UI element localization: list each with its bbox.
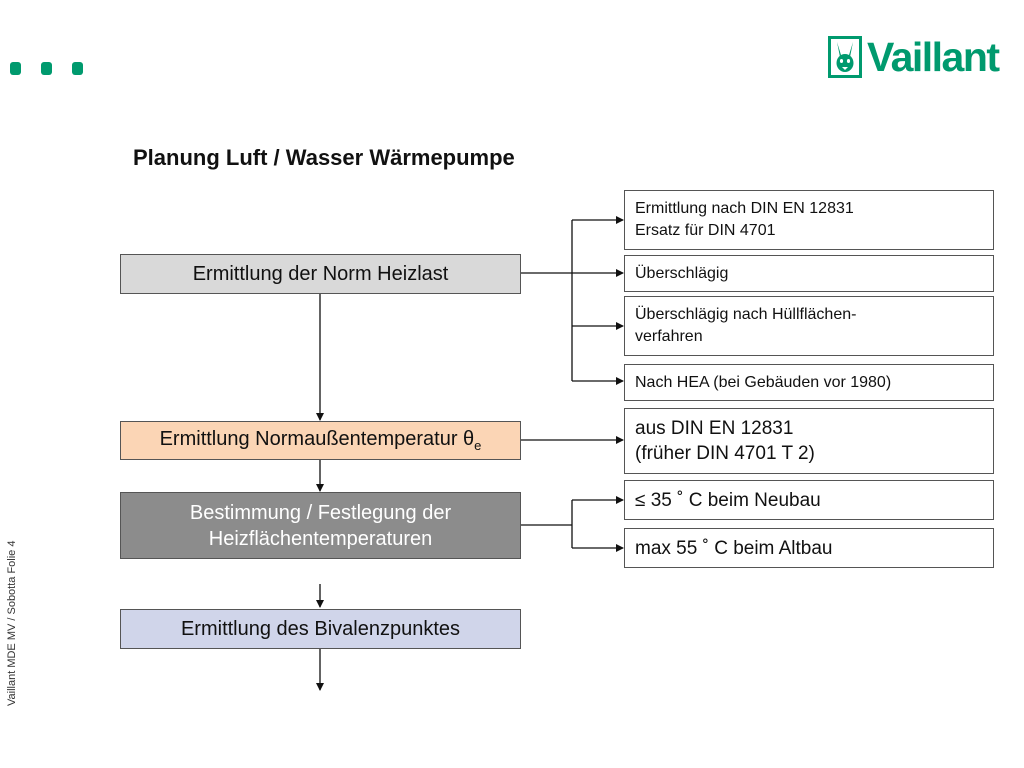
option-huellflaechenverfahren: Überschlägig nach Hüllflächen- verfahren (624, 296, 994, 356)
brand-dot (10, 62, 21, 75)
step-heizflaechentemperaturen: Bestimmung / Festlegung der Heizflächent… (120, 492, 521, 559)
option-neubau: ≤ 35 ˚ C beim Neubau (624, 480, 994, 520)
brand-dots (10, 62, 83, 75)
option-altbau: max 55 ˚ C beim Altbau (624, 528, 994, 568)
step-normaussentemperatur: Ermittlung Normaußentemperatur θe (120, 421, 521, 460)
step-label: Ermittlung des Bivalenzpunktes (180, 617, 461, 640)
step-label-line1: Bestimmung / Festlegung der (189, 501, 452, 524)
subscript-e: e (474, 438, 482, 453)
source-din-en-12831: aus DIN EN 12831 (früher DIN 4701 T 2) (624, 408, 994, 474)
option-line1: Überschlägig (635, 264, 729, 282)
step-bivalenzpunkt: Ermittlung des Bivalenzpunktes (120, 609, 521, 649)
option-din-en-12831: Ermittlung nach DIN EN 12831 Ersatz für … (624, 190, 994, 250)
step-label: Ermittlung der Norm Heizlast (192, 262, 449, 285)
step-norm-heizlast: Ermittlung der Norm Heizlast (120, 254, 521, 294)
option-ueberschlaegig: Überschlägig (624, 255, 994, 292)
hare-logo-icon (828, 36, 862, 78)
step-label-line2: Heizflächentemperaturen (208, 527, 433, 550)
brand-dot (41, 62, 52, 75)
vaillant-logo: Vaillant (828, 33, 1000, 80)
option-hea: Nach HEA (bei Gebäuden vor 1980) (624, 364, 994, 401)
option-label: max 55 ˚ C beim Altbau (635, 537, 833, 559)
option-line1: Überschlägig nach Hüllflächen- (635, 306, 857, 323)
brand-dot (72, 62, 83, 75)
option-line1: Nach HEA (bei Gebäuden vor 1980) (635, 373, 892, 391)
step-label: Ermittlung Normaußentemperatur θe (159, 428, 482, 453)
option-line1: Ermittlung nach DIN EN 12831 (635, 200, 854, 217)
logo-wordmark: Vaillant (867, 33, 1000, 80)
footer-text: Vaillant MDE MV / Sobotta Folie 4 (6, 540, 18, 706)
option-line2: Ersatz für DIN 4701 (635, 222, 776, 239)
option-label: ≤ 35 ˚ C beim Neubau (635, 489, 821, 511)
page-title: Planung Luft / Wasser Wärmepumpe (133, 145, 515, 170)
source-line1: aus DIN EN 12831 (635, 418, 794, 439)
source-line2: (früher DIN 4701 T 2) (635, 443, 815, 464)
option-line2: verfahren (635, 328, 703, 345)
